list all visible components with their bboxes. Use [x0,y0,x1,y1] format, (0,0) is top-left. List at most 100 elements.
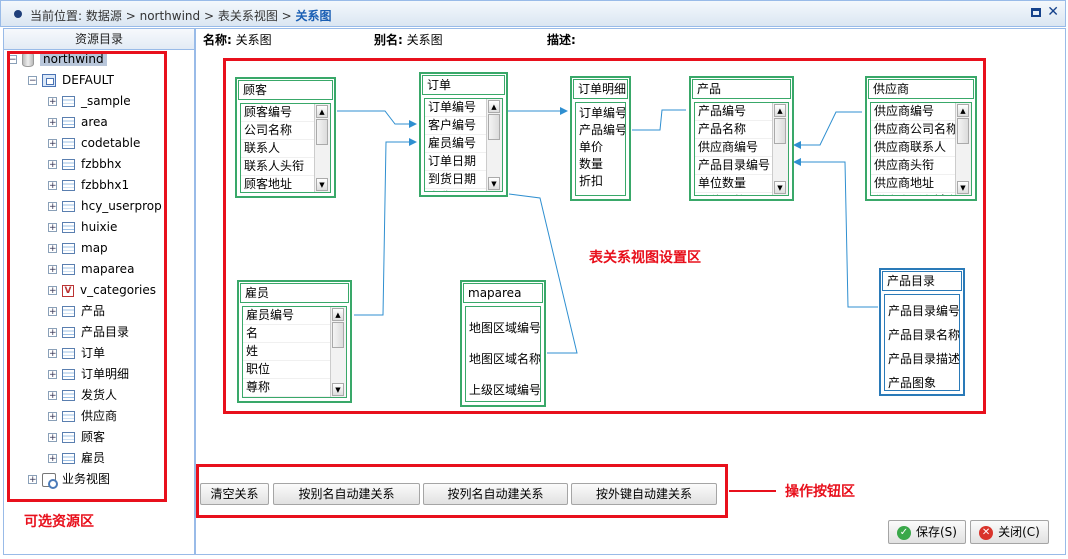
expand-icon[interactable]: + [48,349,57,359]
column-row[interactable]: 职位 [243,361,330,379]
scrollbar[interactable]: ▲▼ [955,103,971,195]
table-products[interactable]: 产品 产品编号产品名称供应商编号产品目录编号单位数量单位价格▲▼ [689,76,794,201]
tree-item-table[interactable]: +订单明细 [48,365,129,383]
column-row[interactable]: 订单编号 [579,106,625,120]
expand-icon[interactable]: + [48,97,57,107]
expand-icon[interactable]: + [48,181,57,191]
tree-item-table[interactable]: +fzbbhx1 [48,176,129,194]
tree-item-table[interactable]: +huixie [48,218,117,236]
tree-item-table[interactable]: +发货人 [48,386,117,404]
column-row[interactable]: 产品编号 [695,103,772,121]
column-row[interactable]: 公司名称 [241,122,314,140]
table-orders[interactable]: 订单 订单编号客户编号雇员编号订单日期到货日期发货日期▲▼ [419,72,508,197]
column-row[interactable]: 到货日期 [425,171,486,189]
tree-item-table[interactable]: +_sample [48,92,131,110]
tree-item-table[interactable]: +顾客 [48,428,105,446]
collapse-icon[interactable]: − [28,76,37,86]
scrollbar[interactable]: ▲▼ [772,103,788,195]
tree-item-table[interactable]: +订单 [48,344,105,362]
column-row[interactable]: 雇员编号 [243,307,330,325]
tree-item-table[interactable]: +map [48,239,108,257]
scrollbar[interactable]: ▲▼ [330,307,346,397]
expand-icon[interactable]: + [48,286,57,296]
table-order-details[interactable]: 订单明细 订单编号产品编号单价数量折扣 [570,76,631,201]
column-row[interactable]: 订单日期 [425,153,486,171]
column-row[interactable]: 单价 [579,140,604,154]
scrollbar[interactable]: ▲▼ [314,104,330,192]
tree-item-table[interactable]: +maparea [48,260,134,278]
table-categories[interactable]: 产品目录 产品目录编号产品目录名称产品目录描述产品图象 [879,268,965,396]
expand-icon[interactable]: + [28,475,37,485]
expand-icon[interactable]: + [48,202,57,212]
column-row[interactable]: 折扣 [579,174,604,188]
column-row[interactable]: 产品目录编号 [695,157,772,175]
column-row[interactable]: 数量 [579,157,604,171]
auto-relate-by-alias-button[interactable]: 按别名自动建关系 [273,483,420,505]
column-row[interactable]: 顾客地址 [241,176,314,192]
column-row[interactable]: 单位价格 [695,193,772,195]
column-row[interactable]: 姓 [243,343,330,361]
expand-icon[interactable]: + [48,265,57,275]
column-row[interactable]: 产品目录名称 [888,328,959,342]
expand-icon[interactable]: + [48,328,57,338]
tree-item-schema[interactable]: −DEFAULT [28,71,114,89]
column-row[interactable]: 产品编号 [579,123,625,137]
tree-item-database[interactable]: −northwind [8,50,107,68]
tree-item-table[interactable]: +供应商 [48,407,117,425]
expand-icon[interactable]: + [48,454,57,464]
tree-item-table[interactable]: +area [48,113,108,131]
expand-icon[interactable]: + [48,223,57,233]
column-row[interactable]: 产品目录编号 [888,304,959,318]
expand-icon[interactable]: + [48,391,57,401]
tree-item-table[interactable]: +雇员 [48,449,105,467]
column-row[interactable]: 供应商头衔 [871,157,955,175]
expand-icon[interactable]: + [48,433,57,443]
scrollbar[interactable]: ▲▼ [486,99,502,191]
column-row[interactable]: 联系人 [241,140,314,158]
column-row[interactable]: 供应商编号 [871,103,955,121]
auto-relate-by-column-button[interactable]: 按列名自动建关系 [423,483,568,505]
column-row[interactable]: 尊称 [243,379,330,397]
expand-icon[interactable]: + [48,412,57,422]
expand-icon[interactable]: + [48,244,57,254]
column-row[interactable]: 供应商所在城市 [871,193,955,195]
column-row[interactable]: 客户编号 [425,117,486,135]
tree-item-table[interactable]: +codetable [48,134,140,152]
table-employees[interactable]: 雇员 雇员编号名姓职位尊称雇员生日▲▼ [237,280,352,403]
clear-relations-button[interactable]: 清空关系 [200,483,269,505]
tree-item-table[interactable]: +fzbbhx [48,155,121,173]
column-row[interactable]: 联系人头衔 [241,158,314,176]
expand-icon[interactable]: + [48,307,57,317]
column-row[interactable]: 雇员编号 [425,135,486,153]
column-row[interactable]: 顾客编号 [241,104,314,122]
expand-icon[interactable]: + [48,139,57,149]
auto-relate-by-fk-button[interactable]: 按外键自动建关系 [571,483,717,505]
table-suppliers[interactable]: 供应商 供应商编号供应商公司名称供应商联系人供应商头衔供应商地址供应商所在城市▲… [865,76,977,201]
column-row[interactable]: 单位数量 [695,175,772,193]
tree-item-business-view[interactable]: +业务视图 [28,470,110,489]
column-row[interactable]: 上级区域编号 [469,383,540,397]
maximize-icon[interactable] [1031,8,1041,17]
table-customers[interactable]: 顾客 顾客编号公司名称联系人联系人头衔顾客地址顾客所在城市▲▼ [235,77,336,198]
tree-item-table[interactable]: +产品 [48,302,105,320]
column-row[interactable]: 发货日期 [425,189,486,191]
column-row[interactable]: 供应商联系人 [871,139,955,157]
save-button[interactable]: ✓保存(S) [888,520,966,544]
table-maparea[interactable]: maparea 地图区域编号地图区域名称上级区域编号 [460,280,546,407]
column-row[interactable]: 供应商编号 [695,139,772,157]
column-row[interactable]: 地图区域名称 [469,352,540,366]
column-row[interactable]: 产品图象 [888,376,937,390]
column-row[interactable]: 供应商地址 [871,175,955,193]
column-row[interactable]: 名 [243,325,330,343]
column-row[interactable]: 产品目录描述 [888,352,959,366]
column-row[interactable]: 地图区域编号 [469,321,540,335]
column-row[interactable]: 订单编号 [425,99,486,117]
tree-item-table[interactable]: +hcy_userprop [48,197,162,215]
breadcrumb-datasource[interactable]: 数据源 [85,9,122,23]
close-icon[interactable]: ✕ [1047,4,1059,20]
column-row[interactable]: 供应商公司名称 [871,121,955,139]
tree-item-table[interactable]: +产品目录 [48,323,129,341]
expand-icon[interactable]: + [48,370,57,380]
expand-icon[interactable]: + [48,118,57,128]
